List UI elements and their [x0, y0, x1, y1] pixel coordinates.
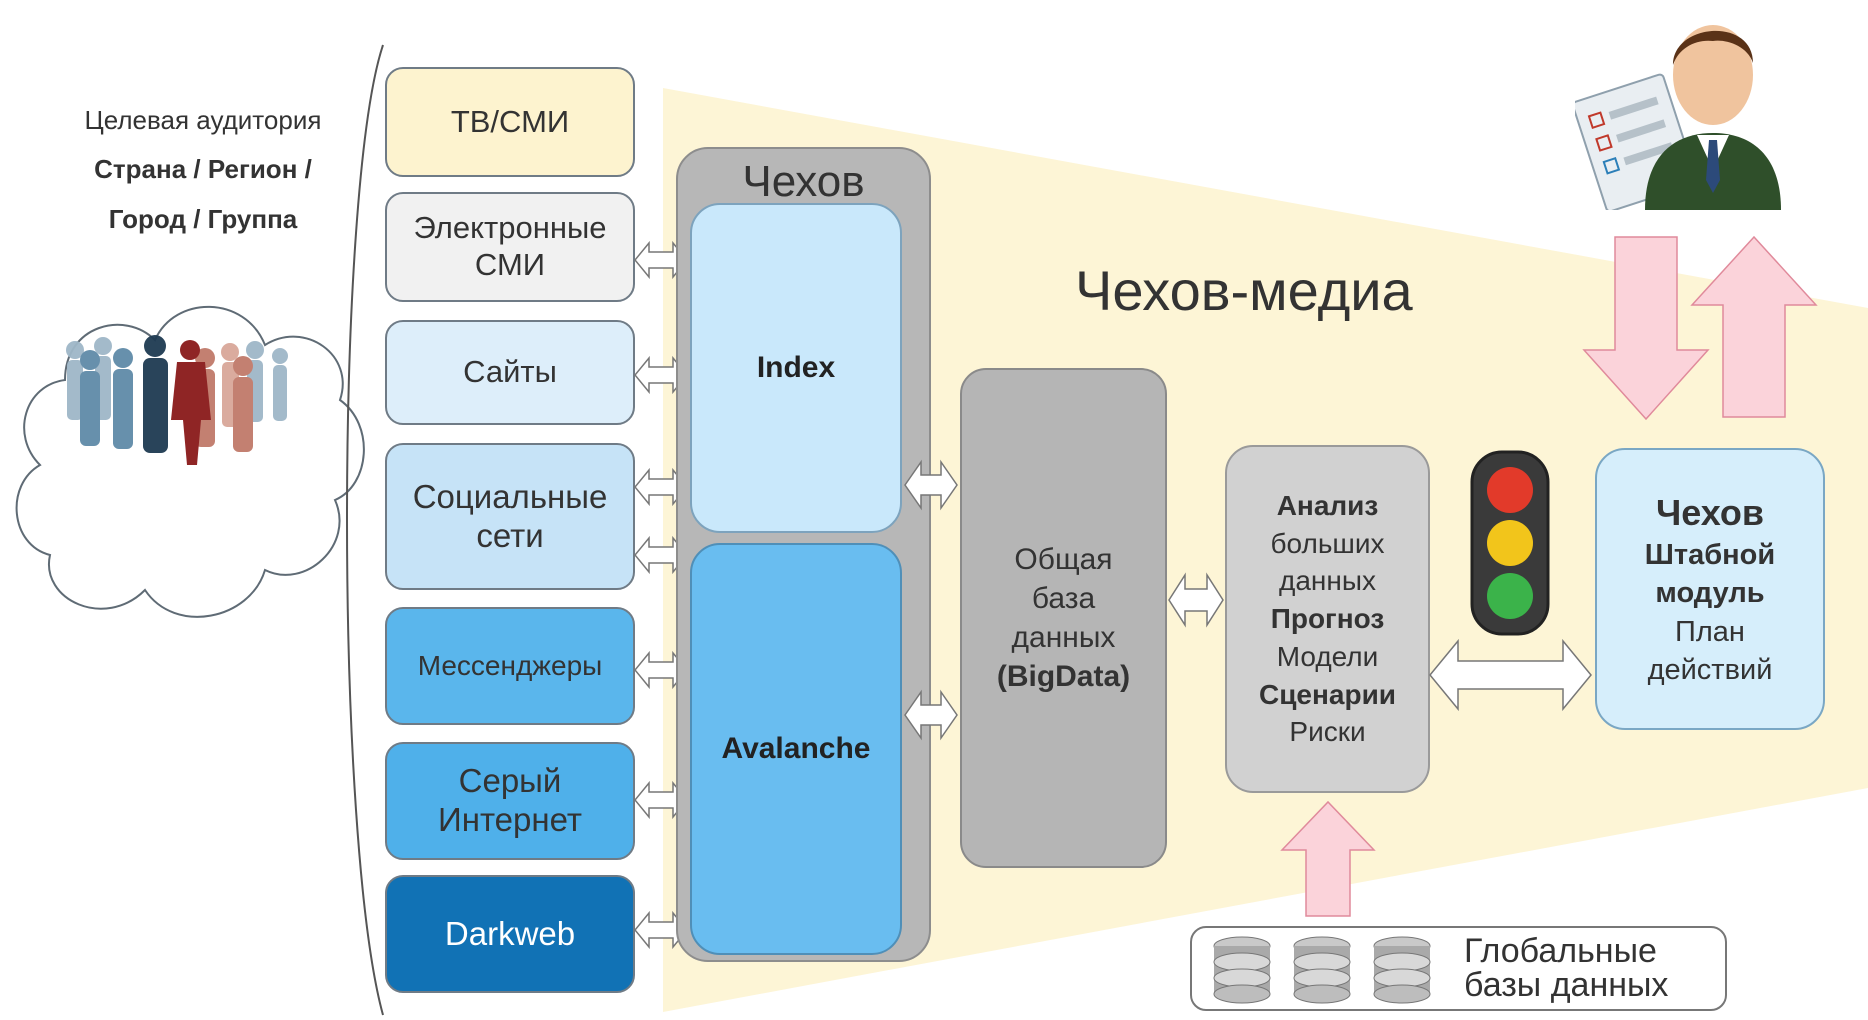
- analysis-line-7: Риски: [1289, 716, 1366, 748]
- analysis-hq-arrow: [1429, 638, 1592, 712]
- green-light-icon: [1487, 573, 1533, 619]
- database-icon: [1213, 936, 1271, 1004]
- database-icon: [1373, 936, 1431, 1004]
- double-arrow-icon: [904, 459, 958, 511]
- analysis-line-5: Модели: [1276, 640, 1379, 672]
- hq-module: Чехов Штабной модуль План действий: [1595, 448, 1825, 730]
- analysis-line-4: Прогноз: [1270, 603, 1385, 635]
- pink-up-arrow-icon: [1690, 235, 1818, 418]
- audience-bracket: [346, 44, 384, 1016]
- chekhov-title: Чехов: [742, 157, 865, 206]
- bigdata-line-2: база: [1031, 582, 1096, 615]
- double-arrow-icon: [904, 689, 958, 741]
- analysis-line-2: больших: [1270, 527, 1385, 559]
- source-darkweb: Darkweb: [385, 875, 635, 993]
- bigdata-box: Общая база данных (BigData): [960, 368, 1167, 868]
- hq-line-4: План: [1675, 615, 1745, 648]
- people-silhouettes-icon: [66, 335, 288, 465]
- target-audience-label: Целевая аудитория Страна / Регион / Горо…: [58, 96, 348, 244]
- global-databases-line-1: Глобальные: [1464, 932, 1657, 970]
- audience-cloud-icon: [15, 305, 365, 618]
- global-db-arrow: [1280, 800, 1376, 917]
- database-icon: [1293, 936, 1351, 1004]
- hq-line-5: действий: [1647, 654, 1773, 687]
- red-light-icon: [1487, 467, 1533, 513]
- source-messengers-label: Мессенджеры: [417, 650, 603, 682]
- bigdata-analysis-arrow: [1168, 572, 1224, 628]
- source-tv-media-label: ТВ/СМИ: [450, 103, 570, 139]
- analysis-line-1: Анализ: [1276, 489, 1379, 521]
- double-arrow-icon: [1168, 572, 1224, 628]
- hq-line-2: Штабной: [1644, 539, 1776, 572]
- bigdata-line-3: данных: [1011, 621, 1116, 654]
- funnel-title: Чехов-медиа: [1075, 259, 1413, 322]
- double-arrow-icon: [1429, 638, 1592, 712]
- pink-up-arrow-icon: [1280, 800, 1376, 917]
- yellow-light-icon: [1487, 520, 1533, 566]
- pink-down-arrow-icon: [1582, 236, 1710, 421]
- source-sites-label: Сайты: [463, 354, 557, 390]
- bigdata-line-4: (BigData): [996, 660, 1131, 693]
- index-label: Index: [756, 351, 836, 384]
- analysis-line-3: данных: [1279, 565, 1376, 597]
- traffic-light-icon: [1470, 450, 1550, 636]
- source-grey-internet-label: Серый Интернет: [438, 762, 582, 838]
- source-sites: Сайты: [385, 320, 635, 425]
- global-databases-box: Глобальные базы данных: [1190, 926, 1727, 1011]
- avalanche-module: Avalanche: [690, 543, 902, 955]
- hq-line-3: модуль: [1655, 577, 1765, 610]
- audience-line-1: Целевая аудитория: [84, 105, 322, 135]
- avalanche-label: Avalanche: [721, 732, 871, 765]
- source-darkweb-label: Darkweb: [444, 914, 576, 952]
- hq-exchange-arrows: [1582, 235, 1818, 421]
- audience-line-2: Страна / Регион /: [94, 154, 312, 185]
- source-social-networks: Социальные сети: [385, 443, 635, 590]
- analysis-line-6: Сценарии: [1258, 678, 1397, 710]
- source-electronic-media: Электронные СМИ: [385, 192, 635, 302]
- source-messengers: Мессенджеры: [385, 607, 635, 725]
- source-tv-media: ТВ/СМИ: [385, 67, 635, 177]
- businessman-icon: [1575, 25, 1781, 210]
- audience-line-3: Город / Группа: [108, 203, 298, 234]
- source-electronic-media-label: Электронные СМИ: [413, 210, 607, 282]
- bigdata-line-1: Общая: [1014, 543, 1113, 576]
- hq-title: Чехов: [1655, 491, 1765, 533]
- analysis-box: Анализ больших данных Прогноз Модели Сце…: [1225, 445, 1430, 793]
- source-social-networks-label: Социальные сети: [412, 477, 608, 554]
- source-grey-internet: Серый Интернет: [385, 742, 635, 860]
- container-bigdata-arrows: [904, 459, 958, 741]
- global-databases-line-2: базы данных: [1464, 966, 1669, 1004]
- database-icons: [1213, 936, 1431, 1004]
- global-databases-label: Глобальные базы данных: [1464, 934, 1668, 1002]
- index-module: Index: [690, 203, 902, 533]
